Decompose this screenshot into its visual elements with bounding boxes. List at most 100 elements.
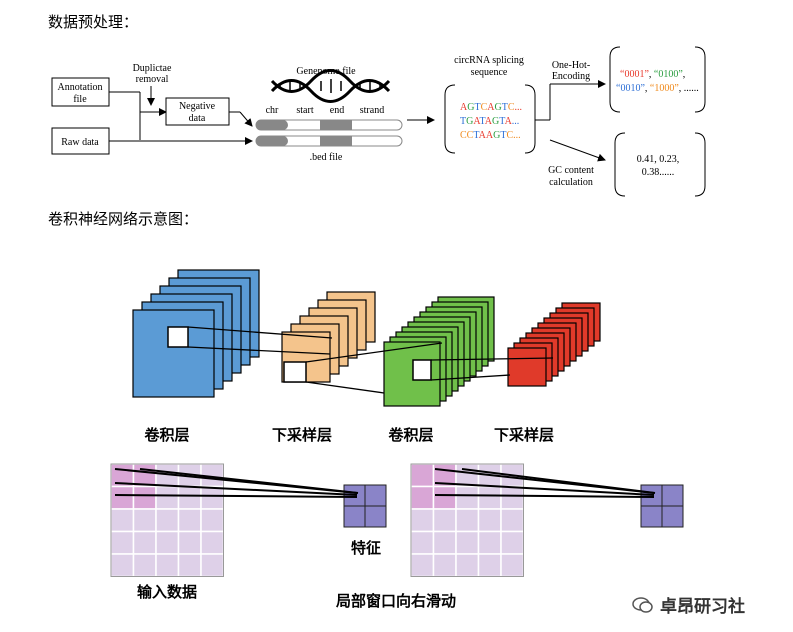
grid-cell: [200, 508, 225, 533]
grid-cell: [200, 553, 225, 578]
grid-cell: [432, 530, 457, 555]
onehot-codes-line-1: “0001”, “0100”,: [620, 69, 685, 80]
conv2-receptive-window: [412, 359, 432, 381]
grid-cell: [132, 530, 157, 555]
sequence-line-3: CCTAAGTC...: [460, 130, 521, 141]
pool-layer-2-label: 下采样层: [494, 426, 554, 444]
feature-label: 特征: [351, 539, 381, 557]
conv-layer-2-label: 卷积层: [387, 426, 433, 444]
projection-lines: [187, 326, 554, 394]
grid-cell: [432, 485, 457, 510]
bed-column-end: end: [330, 105, 344, 116]
grid-cell: [500, 553, 525, 578]
feature-cell: [364, 505, 387, 528]
raw-data-label: Raw data: [61, 137, 99, 148]
grid-cell: [132, 553, 157, 578]
feature-map-left: [343, 484, 387, 528]
grid-cell: [455, 485, 480, 510]
pool1-receptive-window: [283, 361, 307, 383]
negative-data-label-2: data: [189, 113, 206, 124]
onehot-label-2: Encoding: [552, 71, 590, 82]
pool-layer-2-stack: [507, 302, 601, 387]
conv1-receptive-window: [167, 326, 189, 348]
grid-cell: [455, 530, 480, 555]
conv2-slice: [383, 341, 441, 407]
sequence-line-2: TGATAGTA...: [460, 116, 519, 127]
raw-data-box: [51, 127, 110, 155]
grid-cell: [477, 485, 502, 510]
grid-cell: [200, 485, 225, 510]
bed-row-1: [255, 119, 403, 131]
sliding-caption: 局部窗口向右滑动: [335, 592, 456, 610]
conv-layer-2-stack: [383, 296, 495, 407]
grid-cell: [410, 530, 435, 555]
grid-cell: [455, 508, 480, 533]
feature-cell: [661, 484, 684, 507]
grid-cell: [410, 508, 435, 533]
duplicate-removal-label-1: Duplictae: [133, 63, 172, 74]
grid-cell: [155, 508, 180, 533]
onehot-label-1: One-Hot-: [552, 60, 590, 71]
grid-cell: [110, 553, 135, 578]
negative-data-label-1: Negative: [179, 101, 216, 112]
grid-cell: [477, 508, 502, 533]
window-to-feature-lines-left: [114, 468, 359, 498]
grid-cell: [410, 463, 435, 488]
onehot-left-bracket: [609, 46, 621, 113]
circrna-title-1: circRNA splicing: [454, 55, 524, 66]
watermark-text: 卓昂研习社: [660, 597, 745, 617]
grid-cell: [132, 508, 157, 533]
bed-row-2: [255, 135, 403, 147]
grid-cell: [155, 530, 180, 555]
grid-cell: [132, 485, 157, 510]
bed-column-start: start: [296, 105, 313, 116]
wechat-icon: [632, 596, 653, 613]
input-data-label: 输入数据: [137, 583, 197, 601]
grid-cell: [177, 553, 202, 578]
preprocess-heading: 数据预处理：: [48, 13, 139, 31]
gc-right-bracket: [694, 132, 706, 197]
gc-label-1: GC content: [548, 165, 594, 176]
bed-column-chr: chr: [266, 105, 279, 116]
circrna-title-2: sequence: [471, 67, 508, 78]
grid-cell: [477, 553, 502, 578]
annotation-file-label-2: file: [73, 94, 87, 105]
conv-layer-1-label: 卷积层: [143, 426, 189, 444]
grid-cell: [432, 508, 457, 533]
watermark: 卓昂研习社: [632, 592, 745, 617]
grid-cell: [200, 530, 225, 555]
grid-cell: [177, 485, 202, 510]
grid-cell: [410, 553, 435, 578]
bed-file-label: .bed file: [310, 152, 343, 163]
gc-values-1: 0.41, 0.23,: [637, 154, 680, 165]
annotation-file-label-1: Annotation: [58, 82, 103, 93]
onehot-codes-line-2: “0010”, “1000”, ......: [616, 83, 699, 94]
cnn-diagram: 卷积层 下采样层 卷积层 下采样层: [132, 269, 601, 444]
sequence-left-bracket: [444, 84, 456, 154]
conv-layer-1-stack: [132, 269, 260, 398]
feature-cell: [661, 505, 684, 528]
preprocessing-diagram: Annotation file Raw data Duplictae remov…: [51, 46, 706, 197]
grid-cell: [432, 553, 457, 578]
conv1-slice: [132, 309, 215, 398]
negative-data-box: [165, 97, 230, 126]
window-to-feature-lines-right: [434, 468, 656, 498]
dna-helix-icon: [270, 69, 391, 103]
grid-cell: [177, 530, 202, 555]
bed-column-strand: strand: [360, 105, 384, 116]
gc-left-bracket: [614, 132, 626, 197]
grid-cell: [110, 530, 135, 555]
onehot-right-bracket: [694, 46, 706, 113]
grid-cell: [455, 463, 480, 488]
input-grid-right: [410, 463, 525, 578]
pool-layer-1-stack: [281, 291, 376, 383]
pool-layer-1-label: 下采样层: [272, 426, 332, 444]
sequence-right-bracket: [524, 84, 536, 154]
grid-cell: [500, 508, 525, 533]
grid-cell: [155, 485, 180, 510]
grid-cell: [500, 530, 525, 555]
feature-cell: [343, 505, 366, 528]
duplicate-removal-label-2: removal: [136, 74, 169, 85]
cnn-heading: 卷积神经网络示意图：: [48, 210, 199, 228]
grid-cell: [177, 508, 202, 533]
